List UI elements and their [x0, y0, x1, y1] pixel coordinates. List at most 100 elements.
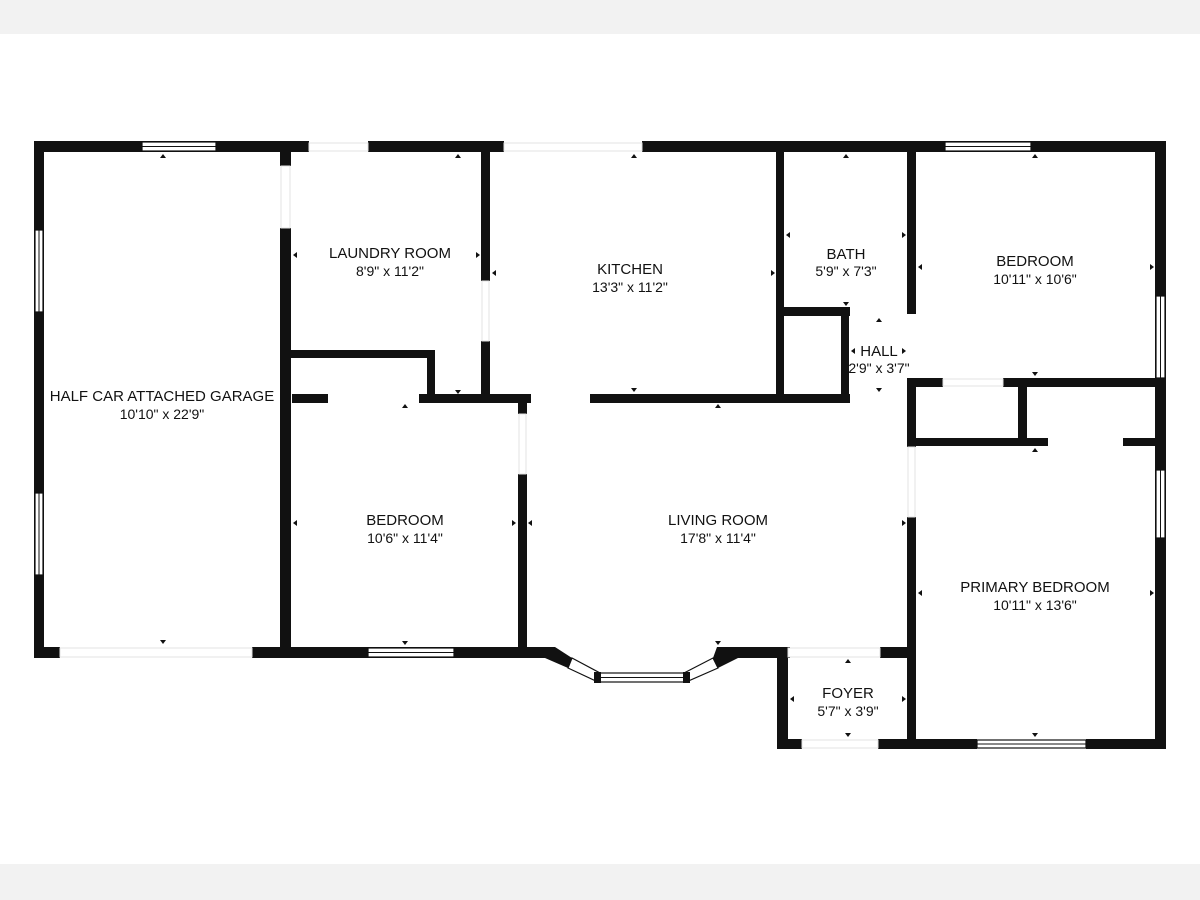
- wall: [280, 141, 291, 166]
- doorway: [907, 446, 916, 518]
- wall: [518, 474, 527, 658]
- room-name: BEDROOM: [366, 512, 444, 529]
- dim-tick: [843, 154, 849, 158]
- top-band: [0, 0, 1200, 34]
- dim-tick: [1032, 154, 1038, 158]
- wall: [907, 378, 943, 387]
- dim-tick: [786, 232, 790, 238]
- room-dimensions: 10'11" x 13'6": [993, 597, 1077, 613]
- wall: [907, 438, 1048, 446]
- doorway: [308, 142, 369, 152]
- dim-tick: [293, 520, 297, 526]
- room-dimensions: 10'6" x 11'4": [367, 530, 443, 546]
- dim-tick: [476, 252, 480, 258]
- wall: [34, 141, 44, 658]
- dim-tick: [402, 641, 408, 645]
- dim-tick: [455, 154, 461, 158]
- room-dimensions: 8'9" x 11'2": [356, 263, 424, 279]
- wall: [907, 517, 916, 749]
- wall: [292, 394, 328, 403]
- wall: [481, 141, 490, 281]
- wall: [905, 739, 977, 749]
- dim-tick: [851, 348, 855, 354]
- room-dimensions: 13'3" x 11'2": [592, 279, 668, 295]
- room-dimensions: 10'11" x 10'6": [993, 271, 1077, 287]
- dim-tick: [160, 640, 166, 644]
- doorway: [280, 165, 291, 229]
- dim-tick: [631, 154, 637, 158]
- room-dimensions: 17'8" x 11'4": [680, 530, 756, 546]
- dim-tick: [790, 696, 794, 702]
- dim-tick: [876, 318, 882, 322]
- wall: [252, 647, 292, 658]
- bottom-band: [0, 864, 1200, 900]
- dim-tick: [876, 388, 882, 392]
- wall: [590, 394, 850, 403]
- doorway: [503, 142, 643, 152]
- wall: [1018, 387, 1027, 442]
- room-label-laundry: LAUNDRY ROOM 8'9" x 11'2": [329, 245, 451, 279]
- dim-tick: [512, 520, 516, 526]
- room-label-bath: BATH 5'9" x 7'3": [815, 246, 876, 279]
- doorway: [942, 378, 1004, 387]
- wall: [1123, 438, 1166, 446]
- dim-tick: [631, 388, 637, 392]
- wall: [776, 307, 850, 316]
- room-label-living: LIVING ROOM 17'8" x 11'4": [668, 512, 768, 546]
- room-name: KITCHEN: [597, 261, 663, 278]
- room-dimensions: 10'10" x 22'9": [120, 406, 205, 422]
- wall: [776, 141, 784, 402]
- dim-tick: [918, 264, 922, 270]
- walls: [34, 141, 1166, 749]
- wall: [907, 141, 916, 314]
- dim-tick: [902, 520, 906, 526]
- dim-tick: [902, 348, 906, 354]
- room-label-foyer: FOYER 5'7" x 3'9": [817, 685, 878, 719]
- dim-tick: [845, 733, 851, 737]
- room-name: HALL: [860, 343, 898, 360]
- dim-tick: [455, 390, 461, 394]
- dimension-ticks: [160, 154, 1154, 737]
- wall: [481, 341, 490, 403]
- doorway: [801, 739, 879, 749]
- room-name: BATH: [827, 246, 866, 263]
- wall: [1003, 378, 1166, 387]
- wall: [34, 647, 60, 658]
- dim-tick: [160, 154, 166, 158]
- doorway: [481, 280, 490, 342]
- windows: [34, 141, 1166, 749]
- room-label-bedroom-ne: BEDROOM 10'11" x 10'6": [993, 253, 1077, 287]
- dim-tick: [1150, 590, 1154, 596]
- dim-tick: [1032, 372, 1038, 376]
- dim-tick: [293, 252, 297, 258]
- wall: [368, 141, 504, 152]
- room-name: FOYER: [822, 685, 874, 702]
- room-label-primary: PRIMARY BEDROOM 10'11" x 13'6": [960, 579, 1109, 613]
- wall: [419, 394, 531, 403]
- room-dimensions: 5'9" x 7'3": [815, 263, 876, 279]
- wall: [518, 394, 527, 414]
- wall: [280, 350, 435, 358]
- openings: [59, 142, 1004, 749]
- room-labels: HALF CAR ATTACHED GARAGE 10'10" x 22'9" …: [50, 245, 1110, 719]
- wall: [520, 647, 572, 668]
- dim-tick: [402, 404, 408, 408]
- room-label-kitchen: KITCHEN 13'3" x 11'2": [592, 261, 668, 295]
- dim-tick: [771, 270, 775, 276]
- dim-tick: [492, 270, 496, 276]
- doorway: [59, 647, 253, 658]
- wall: [907, 387, 916, 447]
- dim-tick: [1150, 264, 1154, 270]
- room-name: HALF CAR ATTACHED GARAGE: [50, 388, 274, 405]
- wall: [642, 141, 1166, 152]
- wall: [777, 739, 802, 749]
- dim-tick: [843, 302, 849, 306]
- room-dimensions: 2'9" x 3'7": [848, 360, 909, 376]
- dim-tick: [1032, 448, 1038, 452]
- dim-tick: [715, 404, 721, 408]
- dim-tick: [902, 696, 906, 702]
- wall: [880, 647, 916, 658]
- doorway: [787, 647, 881, 658]
